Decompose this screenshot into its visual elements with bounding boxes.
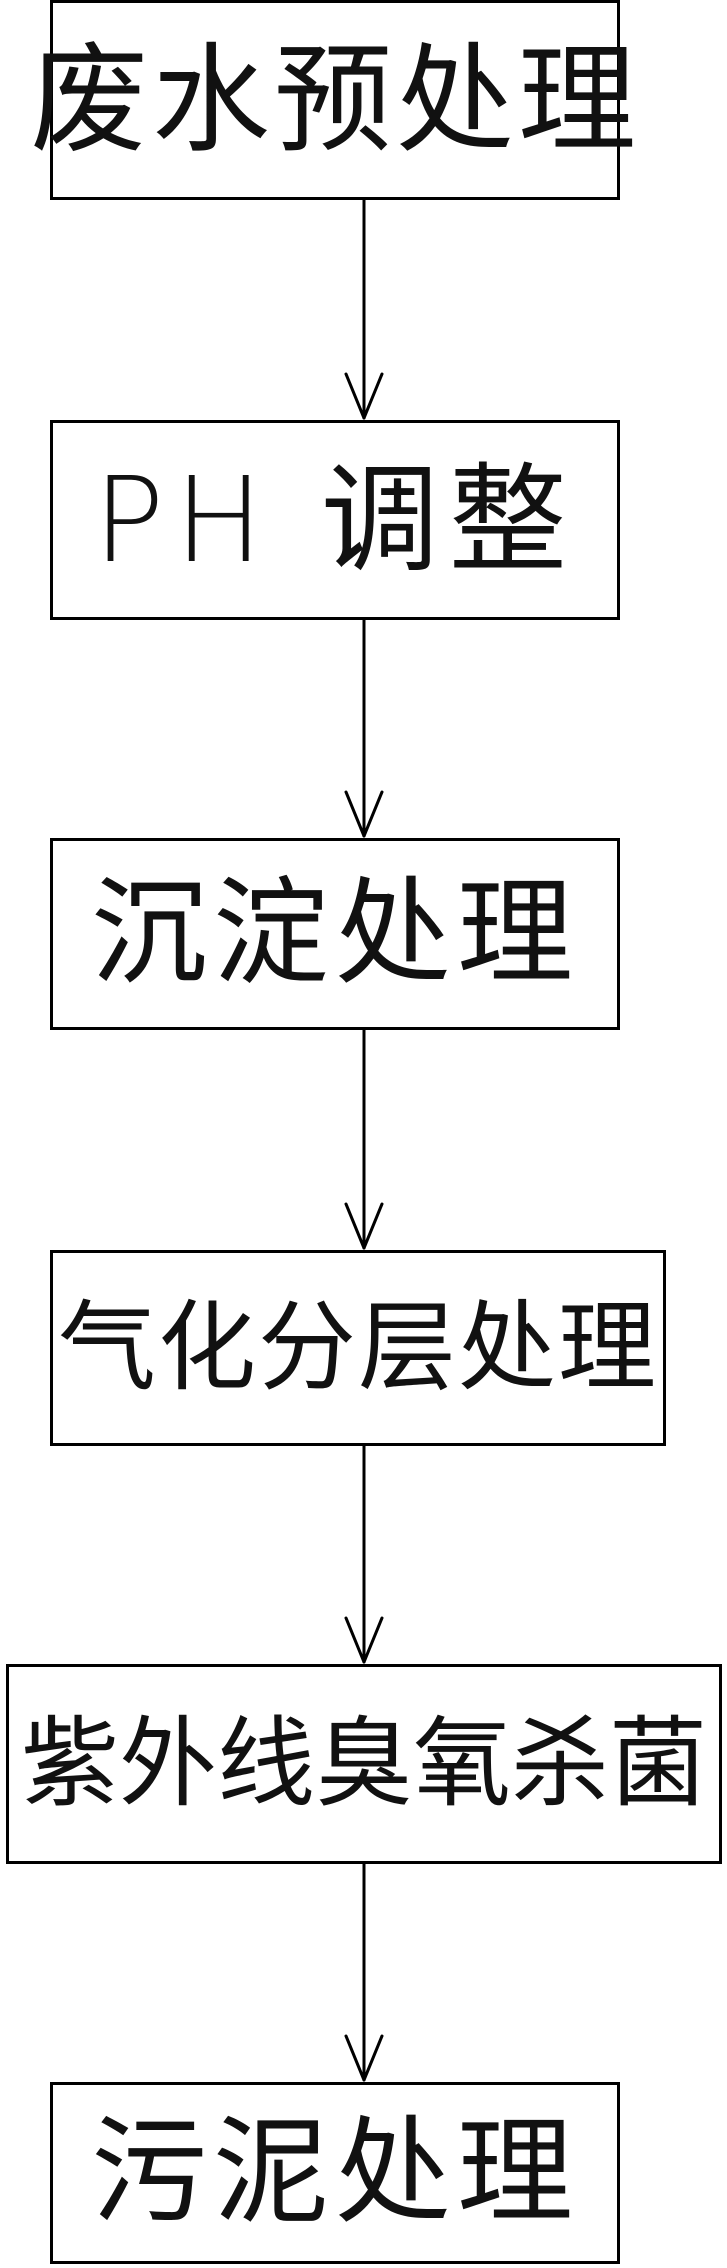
arrow-step2-to-step3 (344, 618, 384, 838)
step-sludge-treatment: 污泥处理 (50, 2082, 620, 2264)
step-ph-adjustment: PH 调整 (50, 420, 620, 620)
arrow-step3-to-step4 (344, 1028, 384, 1250)
arrow-step4-to-step5 (344, 1444, 384, 1664)
step-label: 沉淀处理 (91, 866, 579, 1001)
step-label: PH 调整 (93, 451, 577, 589)
step-uv-ozone-sterilization: 紫外线臭氧杀菌 (6, 1664, 722, 1864)
step-gasification-layering: 气化分层处理 (50, 1250, 666, 1446)
step-wastewater-pretreatment: 废水预处理 (30, 0, 636, 200)
step-label: 气化分层处理 (57, 1291, 658, 1405)
step-sedimentation: 沉淀处理 (50, 838, 620, 1030)
step-label: 污泥处理 (91, 2105, 579, 2240)
arrow-step1-to-step2 (344, 198, 384, 420)
arrow-step5-to-step6 (344, 1862, 384, 2082)
step-label: 紫外线臭氧杀菌 (20, 1707, 707, 1821)
step-label: 废水预处理 (30, 31, 641, 169)
